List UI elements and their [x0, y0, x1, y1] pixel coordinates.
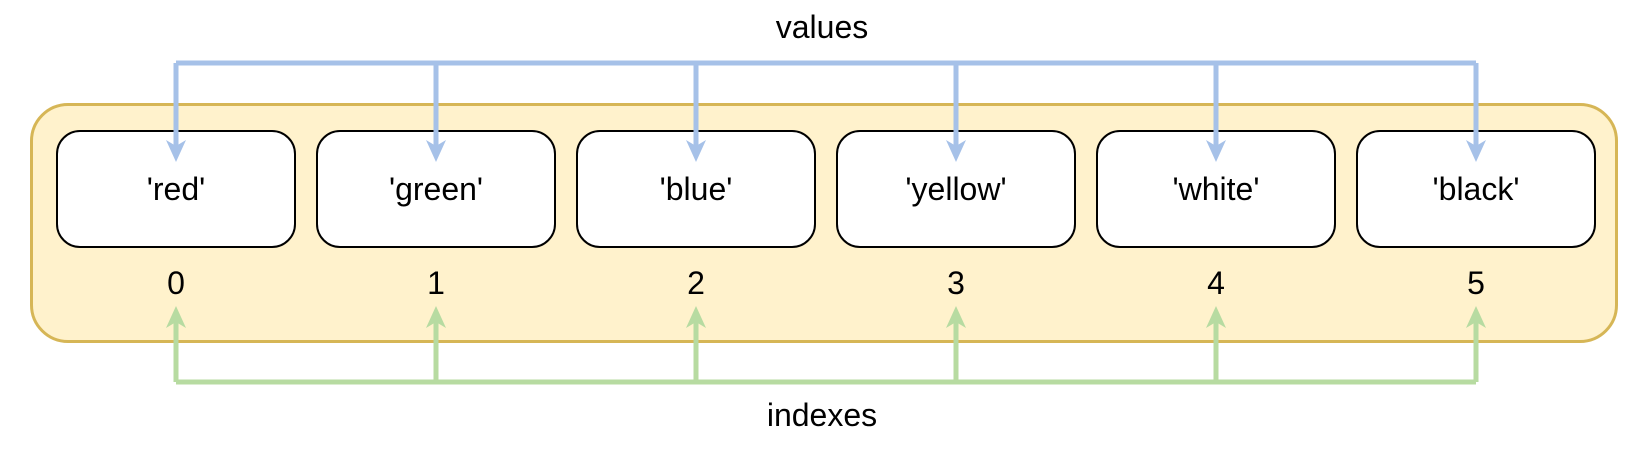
index-label-0: 0: [167, 265, 185, 301]
index-label-2: 2: [687, 265, 705, 301]
list-cell-3: 'yellow': [836, 130, 1076, 248]
indexes-label: indexes: [766, 397, 878, 433]
list-cell-2: 'blue': [576, 130, 816, 248]
index-label-1: 1: [427, 265, 445, 301]
list-cell-4: 'white': [1096, 130, 1336, 248]
list-cell-5: 'black': [1356, 130, 1596, 248]
index-label-3: 3: [947, 265, 965, 301]
values-label: values: [775, 9, 869, 45]
index-label-4: 4: [1207, 265, 1225, 301]
list-cell-1: 'green': [316, 130, 556, 248]
index-label-5: 5: [1467, 265, 1485, 301]
list-cell-0: 'red': [56, 130, 296, 248]
